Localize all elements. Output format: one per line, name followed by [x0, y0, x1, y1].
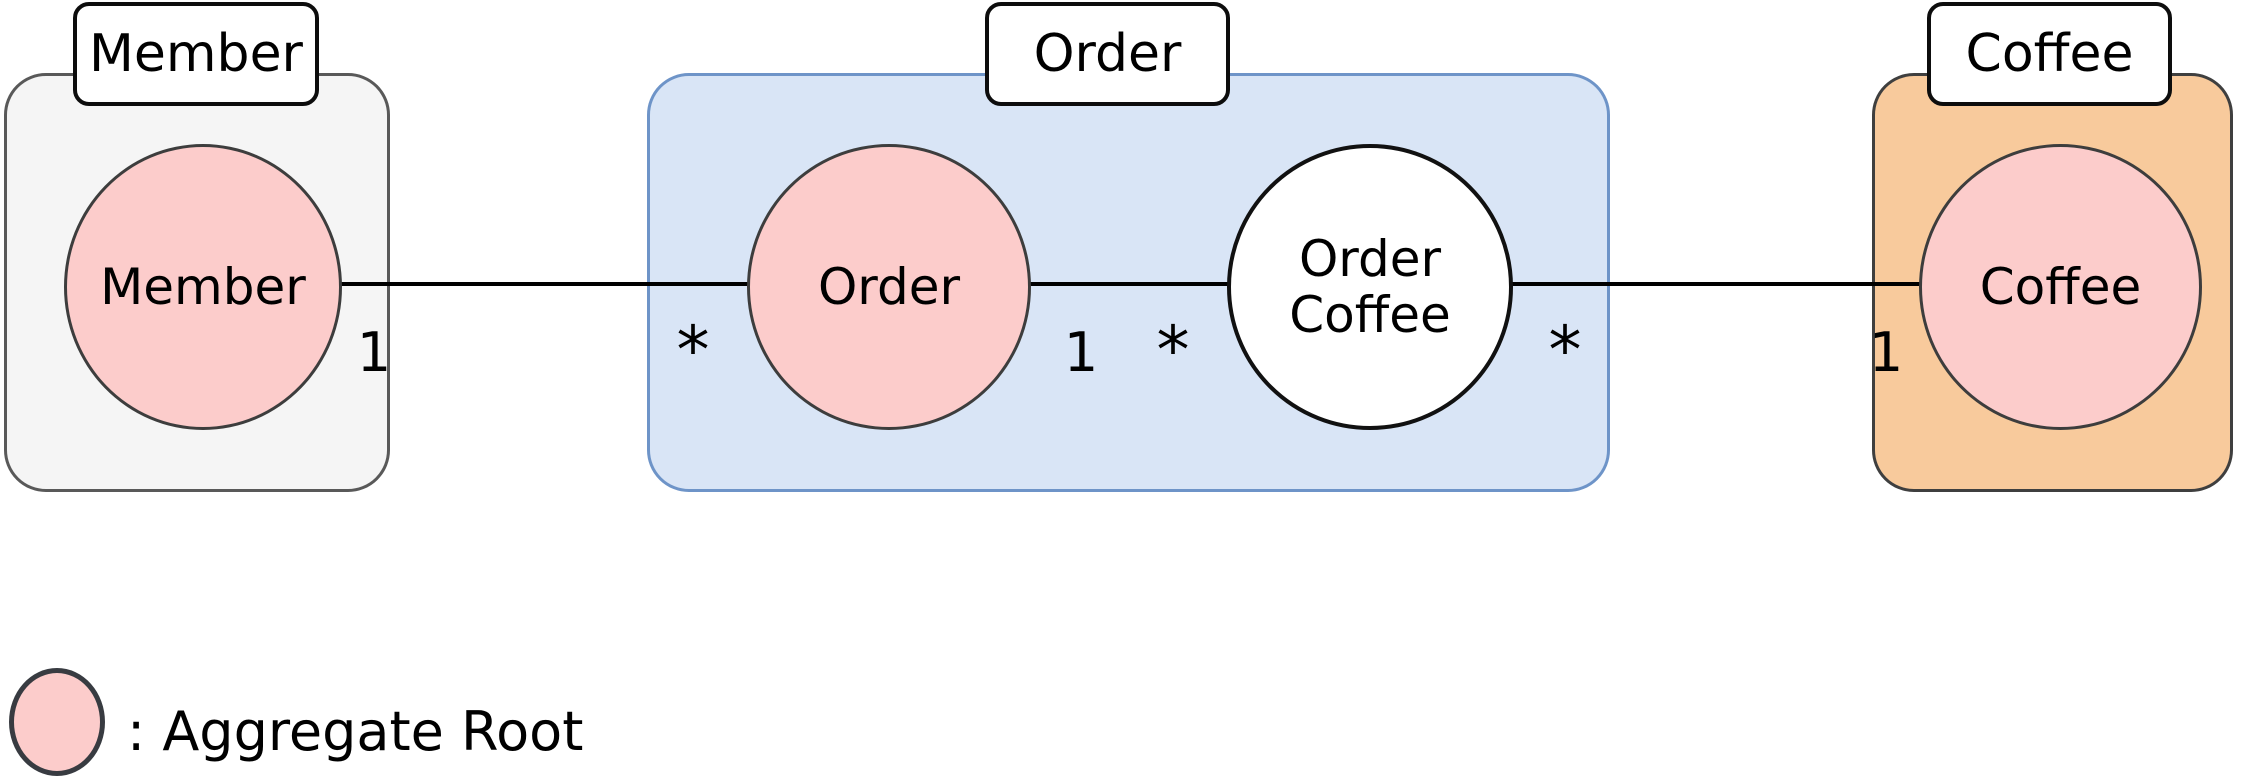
- ordercoffee-coffee-multiplicity-coffee-end: 1: [1868, 321, 1904, 384]
- order-coffee-node-label-line2: Coffee: [1289, 286, 1451, 344]
- member-order-multiplicity-member-end: 1: [356, 321, 392, 384]
- coffee-group-title: Coffee: [1927, 2, 2172, 106]
- legend-label: : Aggregate Root: [127, 700, 584, 763]
- order-ordercoffee-multiplicity-order-end: 1: [1063, 321, 1099, 384]
- member-group-title: Member: [73, 2, 319, 106]
- member-node: Member: [64, 144, 342, 430]
- order-ordercoffee-connector: [1028, 282, 1230, 286]
- coffee-group-title-label: Coffee: [1965, 24, 2134, 84]
- order-coffee-node-label-line1: Order: [1298, 230, 1442, 288]
- member-order-connector: [338, 282, 750, 286]
- ordercoffee-coffee-multiplicity-ordercoffee-end: *: [1548, 312, 1582, 389]
- member-node-label: Member: [100, 258, 306, 316]
- coffee-node-label: Coffee: [1979, 258, 2142, 316]
- order-node-label: Order: [817, 258, 961, 316]
- ordercoffee-coffee-connector: [1510, 282, 1922, 286]
- order-ordercoffee-multiplicity-ordercoffee-end: *: [1156, 312, 1190, 389]
- member-order-multiplicity-order-end: *: [676, 312, 710, 389]
- order-group-title-label: Order: [1033, 24, 1182, 84]
- order-node: Order: [747, 144, 1031, 430]
- member-group-title-label: Member: [89, 24, 303, 84]
- coffee-node: Coffee: [1919, 144, 2202, 430]
- order-coffee-node: Order Coffee: [1227, 144, 1513, 430]
- legend-aggregate-root-circle-icon: [9, 668, 105, 776]
- order-group-title: Order: [985, 2, 1230, 106]
